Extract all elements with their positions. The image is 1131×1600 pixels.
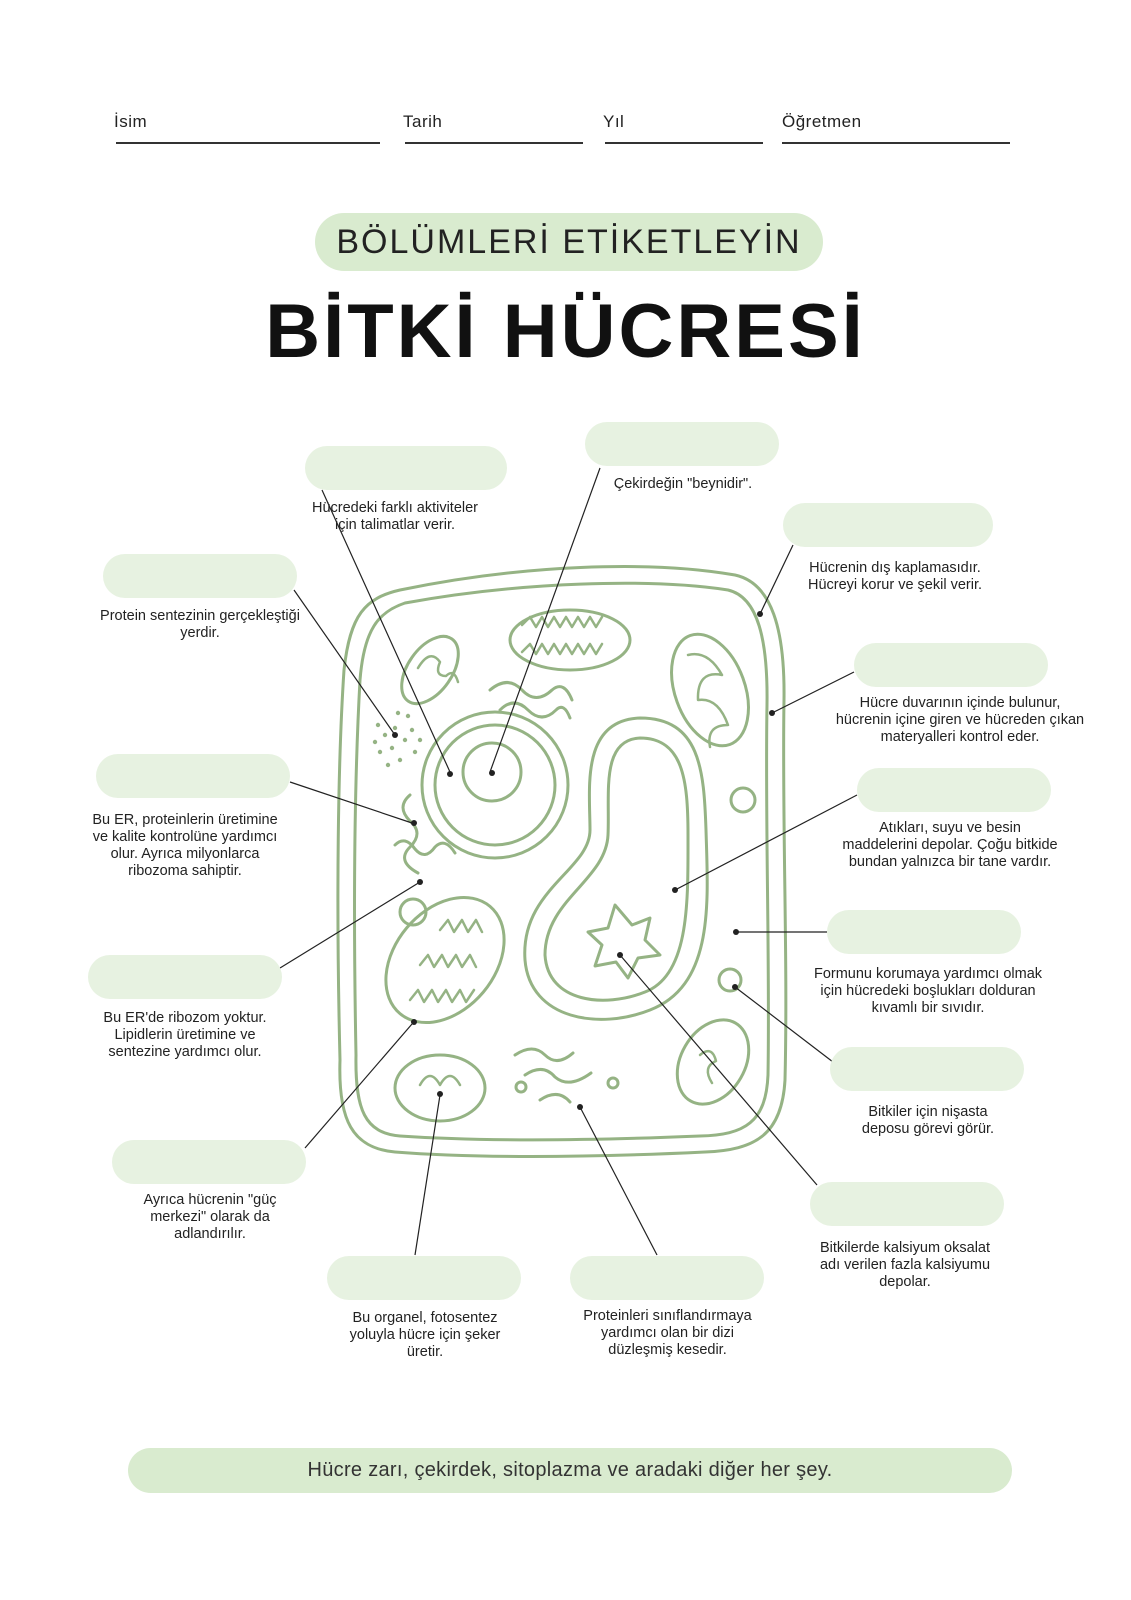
- vesicle-shape: [398, 897, 428, 927]
- desc-smooth-er: Bu ER'de ribozom yoktur. Lipidlerin üret…: [103, 1010, 267, 1060]
- thylakoid-shape: [418, 1074, 462, 1087]
- nucleolus-shape: [461, 741, 523, 803]
- cristae-shape: [520, 615, 604, 629]
- label-box-cell-membrane[interactable]: [854, 643, 1048, 687]
- golgi-shape: [488, 681, 574, 702]
- rough-er-shape: [401, 793, 420, 875]
- year-line[interactable]: [605, 142, 763, 144]
- teacher-line[interactable]: [782, 142, 1010, 144]
- nucleus-inner-shape: [433, 723, 557, 847]
- label-box-cell-wall[interactable]: [783, 503, 993, 547]
- desc-mitochondria: Ayrıca hücrenin "güç merkezi" olarak da …: [143, 1192, 277, 1242]
- label-box-calcium-oxalate[interactable]: [810, 1182, 1004, 1226]
- golgi-shape: [523, 1068, 593, 1084]
- desc-cell-wall: Hücrenin dış kaplamasıdır. Hücreyi korur…: [807, 560, 983, 593]
- desc-calcium-oxalate: Bitkilerde kalsiyum oksalat adı verilen …: [819, 1240, 991, 1290]
- date-line[interactable]: [405, 142, 583, 144]
- amyloplast-shape: [717, 967, 743, 993]
- desc-ribosome: Protein sentezinin gerçekleştiği yerdir.: [100, 608, 300, 641]
- mitochondrion-right-shape: [670, 632, 750, 748]
- ribosome-dots: [372, 710, 423, 768]
- teacher-label: Öğretmen: [782, 112, 862, 131]
- nucleus-shape: [420, 710, 570, 860]
- vesicle-shape: [514, 1080, 528, 1094]
- label-box-chloroplast[interactable]: [327, 1256, 521, 1300]
- desc-rough-er: Bu ER, proteinlerin üretimine ve kalite …: [92, 812, 278, 879]
- chloroplast-right-shape: [675, 1018, 751, 1106]
- mitochondrion-top-shape: [508, 608, 632, 672]
- label-box-amyloplast[interactable]: [830, 1047, 1024, 1091]
- label-box-nucleus[interactable]: [305, 446, 507, 490]
- name-label: İsim: [114, 112, 148, 131]
- vesicle-shape: [729, 786, 757, 814]
- label-box-ribosome[interactable]: [103, 554, 297, 598]
- desc-chloroplast: Bu organel, fotosentez yoluyla hücre içi…: [349, 1310, 501, 1360]
- golgi-shape: [498, 701, 572, 720]
- chloroplast-bottom-shape: [393, 1053, 487, 1123]
- vesicle-shape: [606, 1076, 620, 1090]
- chloroplast-shape: [384, 895, 506, 1025]
- page-title: BİTKİ HÜCRESİ: [265, 289, 866, 374]
- date-label: Tarih: [403, 112, 443, 131]
- thylakoid-shape: [438, 918, 484, 934]
- footer-cytoplasm-description: Hücre zarı, çekirdek, sitoplazma ve arad…: [128, 1448, 1012, 1493]
- subtitle-pill: BÖLÜMLERİ ETİKETLEYİN: [315, 213, 823, 271]
- vacuole-inner-shape: [543, 736, 690, 1002]
- smooth-er-shape: [393, 839, 457, 856]
- cristae-shape: [686, 652, 730, 749]
- thylakoid-shape: [408, 988, 476, 1004]
- label-box-smooth-er[interactable]: [88, 955, 282, 999]
- cell-wall-shape: [336, 565, 788, 1158]
- label-box-vacuole[interactable]: [857, 768, 1051, 812]
- cell-membrane-shape: [353, 581, 770, 1142]
- name-line[interactable]: [116, 142, 380, 144]
- desc-nucleolus: Çekirdeğin "beynidir".: [613, 476, 753, 492]
- year-label: Yıl: [603, 112, 625, 131]
- label-box-rough-er[interactable]: [96, 754, 290, 798]
- desc-vacuole: Atıkları, suyu ve besin maddelerini depo…: [842, 820, 1058, 870]
- cristae-shape: [520, 642, 604, 656]
- label-box-cytoplasm[interactable]: [827, 910, 1021, 954]
- label-box-mitochondria[interactable]: [112, 1140, 306, 1184]
- label-box-nucleolus[interactable]: [585, 422, 779, 466]
- thylakoid-shape: [698, 1049, 718, 1085]
- desc-nucleus: Hücredeki farklı aktiviteler için talima…: [312, 500, 478, 533]
- desc-cell-membrane: Hücre duvarının içinde bulunur, hücrenin…: [835, 695, 1085, 745]
- golgi-shape: [513, 1047, 575, 1062]
- cristae-shape: [416, 655, 460, 684]
- thylakoid-shape: [418, 953, 478, 969]
- vacuole-outer-shape: [523, 716, 709, 1021]
- golgi-shape: [538, 1093, 572, 1104]
- mitochondrion-left-shape: [400, 634, 460, 706]
- desc-amyloplast: Bitkiler için nişasta deposu görevi görü…: [861, 1104, 995, 1137]
- desc-golgi: Proteinleri sınıflandırmaya yardımcı ola…: [583, 1308, 752, 1358]
- label-box-golgi[interactable]: [570, 1256, 764, 1300]
- crystal-shape: [586, 903, 662, 980]
- desc-cytoplasm: Formunu korumaya yardımcı olmak için hüc…: [813, 966, 1043, 1016]
